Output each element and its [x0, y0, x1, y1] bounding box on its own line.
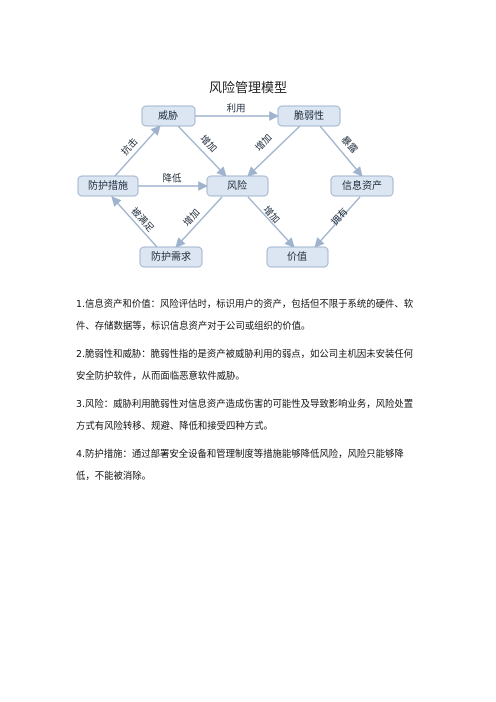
edge-label-increase-3: 增加 — [181, 207, 203, 229]
svg-text:防护需求: 防护需求 — [151, 250, 191, 263]
page-title: 风险管理模型 — [208, 81, 287, 96]
edge-protection-risk: 降低 — [138, 173, 208, 191]
svg-text:威胁: 威胁 — [158, 109, 178, 122]
svg-text:信息资产: 信息资产 — [342, 179, 382, 192]
node-protection-need: 防护需求 — [139, 246, 203, 268]
svg-text:风险: 风险 — [227, 179, 247, 192]
note-protection: 4.防护措施：通过部署安全设备和管理制度等措施能够降低风险，风险只能够降低，不能… — [76, 449, 404, 482]
edge-label-resist: 抗击 — [119, 136, 141, 158]
note-vulnerability-threat: 2.脆弱性和威胁：脆弱性指的是资产被威胁利用的弱点，如公司主机因未安装任何安全防… — [76, 349, 414, 382]
node-asset: 信息资产 — [330, 175, 394, 197]
svg-text:价值: 价值 — [287, 250, 307, 263]
notes-section: 1.信息资产和价值：风险评估时，标识用户的资产，包括但不限于系统的硬件、软件、存… — [76, 294, 416, 494]
edge-risk-need: 增加 — [175, 196, 223, 248]
edge-label-increase-2: 增加 — [253, 132, 275, 154]
node-value: 价值 — [266, 246, 329, 268]
node-protection: 防护措施 — [77, 175, 139, 197]
edge-label-use: 利用 — [226, 103, 245, 115]
node-vulnerability: 脆弱性 — [277, 105, 341, 127]
edge-vulnerability-risk: 增加 — [247, 125, 301, 177]
node-threat: 威胁 — [141, 105, 196, 127]
svg-text:防护措施: 防护措施 — [88, 179, 128, 192]
edge-protection-threat: 抗击 — [114, 125, 161, 177]
edge-label-own: 拥有 — [329, 206, 351, 228]
edge-need-protection: 被满足 — [111, 196, 158, 248]
edge-risk-value: 增加 — [247, 196, 295, 248]
node-risk: 风险 — [206, 175, 269, 197]
note-assets-value: 1.信息资产和价值：风险评估时，标识用户的资产，包括但不限于系统的硬件、软件、存… — [76, 299, 414, 332]
edge-threat-risk: 增加 — [177, 125, 227, 177]
edge-threat-vulnerability: 利用 — [195, 103, 279, 121]
svg-text:脆弱性: 脆弱性 — [294, 109, 324, 122]
edge-label-increase-4: 增加 — [261, 204, 283, 226]
edge-vulnerability-asset: 暴露 — [319, 125, 363, 177]
edge-asset-value: 拥有 — [314, 196, 361, 248]
edge-label-increase-1: 增加 — [197, 133, 219, 155]
edge-label-reduce: 降低 — [162, 173, 182, 185]
note-risk: 3.风险：威胁利用脆弱性对信息资产造成伤害的可能性及导致影响业务，风险处置方式有… — [76, 399, 414, 432]
